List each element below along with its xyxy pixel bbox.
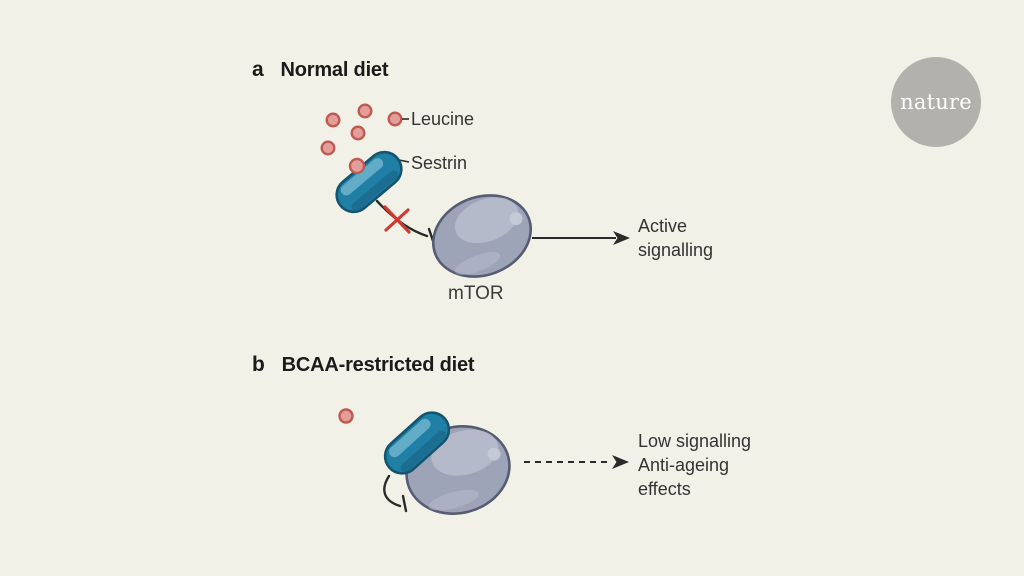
active-signalling-label: Active signalling <box>638 216 714 260</box>
mtor-rim-light <box>454 252 501 275</box>
sestrin-shadow <box>400 430 446 473</box>
leucine-dot-bound <box>348 157 366 175</box>
leucine-label: Leucine <box>411 109 475 129</box>
sestrin-protein-a <box>335 150 403 214</box>
leucine-dot-single <box>338 408 354 424</box>
sestrin-label-line <box>398 159 410 163</box>
panel-a-key: a <box>252 58 264 81</box>
mtor-spot <box>487 447 501 461</box>
leucine-dot <box>350 125 366 141</box>
leucine-dot <box>320 140 336 156</box>
sestrin-highlight <box>340 158 384 196</box>
nature-logo: nature <box>891 57 981 147</box>
panel-b-title: BCAA-restricted diet <box>281 354 475 376</box>
mtor-label: mTOR <box>448 283 504 304</box>
panel-a-header: a Normal diet <box>252 58 389 82</box>
nature-logo-text: nature <box>900 90 972 114</box>
panel-b-header: b BCAA-restricted diet <box>252 353 475 377</box>
leucine-dot <box>357 103 373 119</box>
binding-arrow-tbar <box>401 494 408 513</box>
mtor-highlight <box>454 197 519 244</box>
low-signalling-label: Low signalling Anti-ageing effects <box>638 431 752 499</box>
sestrin-shadow <box>351 170 399 211</box>
panel-a-title: Normal diet <box>280 59 389 81</box>
mtor-protein-a <box>431 194 533 278</box>
sestrin-protein-b <box>383 411 451 475</box>
sestrin-highlight <box>389 418 431 458</box>
mtor-spot <box>509 212 523 226</box>
leucine-dot <box>325 112 341 128</box>
binding-arrow <box>383 474 402 508</box>
activation-arrowhead <box>613 231 630 245</box>
panel-b-key: b <box>252 353 265 376</box>
mtor-highlight <box>431 429 499 476</box>
mtor-rim-light <box>428 489 479 511</box>
blocked-cross-icon <box>383 205 411 234</box>
dashed-arrowhead <box>612 455 629 469</box>
leucine-dot-labelled <box>387 111 403 127</box>
sestrin-label: Sestrin <box>411 153 468 173</box>
leucine-dot-cluster <box>320 103 403 156</box>
